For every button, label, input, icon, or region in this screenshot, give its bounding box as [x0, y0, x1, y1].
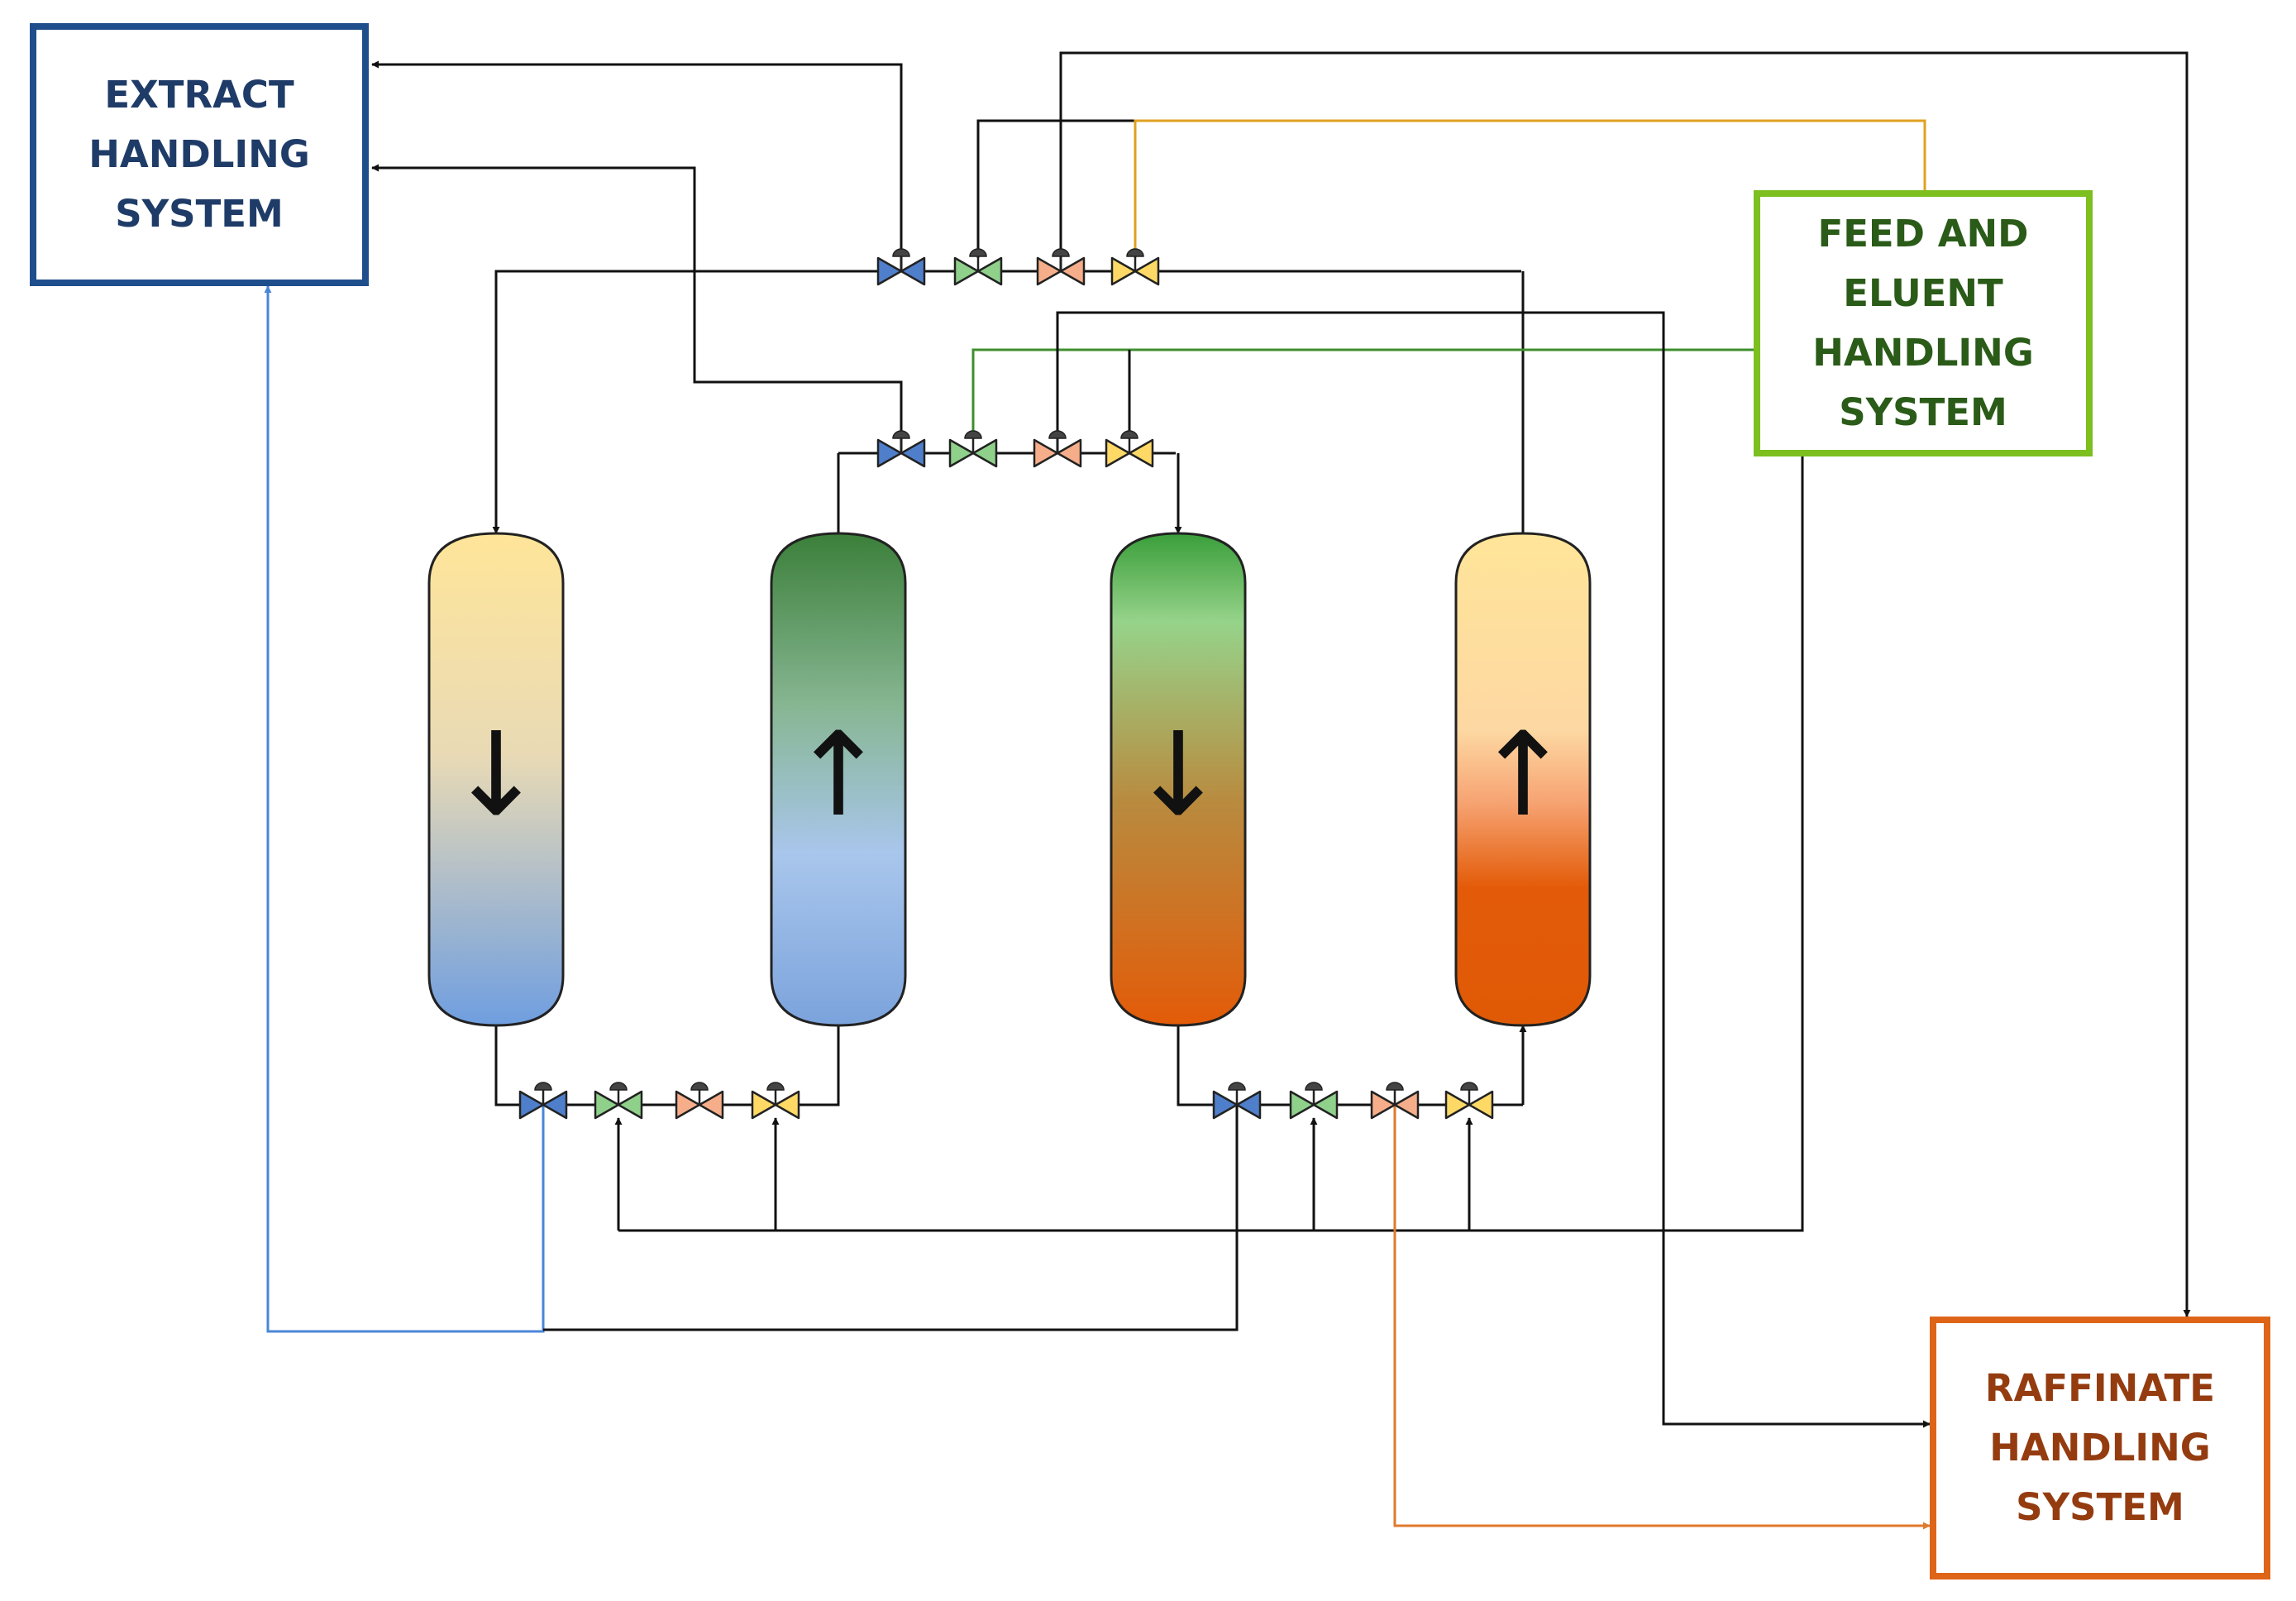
- valve-salmon-icon[interactable]: [1370, 1082, 1420, 1120]
- raffinate-label-line-2: HANDLING: [1989, 1426, 2211, 1470]
- extract-label-line-1: EXTRACT: [104, 73, 294, 117]
- extract-handling-system: EXTRACT HANDLING SYSTEM: [30, 23, 369, 286]
- bottom-left-valve-bank: [518, 1082, 800, 1120]
- raffinate-label-line-1: RAFFINATE: [1984, 1366, 2216, 1410]
- valve-green-icon[interactable]: [953, 248, 1003, 286]
- column-1: ↓: [427, 532, 565, 1027]
- flow-up-arrow-icon: ↑: [1474, 708, 1571, 843]
- pipe-to-raffinate-orange: [1393, 1105, 1931, 1530]
- extract-label-line-3: SYSTEM: [115, 192, 284, 236]
- column-3-vessel: [1110, 532, 1247, 1027]
- column-2: ↑: [770, 532, 907, 1027]
- column-4-vessel: [1454, 532, 1592, 1027]
- upper-valve-bank: [876, 248, 1160, 286]
- extract-label-line-2: HANDLING: [88, 132, 310, 176]
- valves: [518, 248, 1494, 1120]
- pipe-upper-header: [492, 270, 1521, 534]
- valve-yellow-icon[interactable]: [1110, 248, 1160, 286]
- pipe-middle-to-raffinate: [1056, 311, 1931, 1428]
- flow-up-arrow-icon: ↑: [790, 708, 886, 843]
- pipe-col3-bottom: [1177, 1021, 1523, 1106]
- raffinate-handling-system: RAFFINATE HANDLING SYSTEM: [1930, 1317, 2270, 1579]
- pipe-to-raffinate-top: [1059, 51, 2191, 1317]
- pipe-col3-to-extract: [543, 1105, 1239, 1331]
- valve-yellow-icon[interactable]: [1105, 430, 1154, 468]
- column-3: ↓: [1110, 532, 1247, 1027]
- raffinate-label-line-3: SYSTEM: [2016, 1485, 2184, 1529]
- pipe-feed-gold: [1131, 119, 1926, 259]
- feed-label-line-4: SYSTEM: [1839, 390, 2007, 434]
- feed-and-eluent-handling-system: FEED AND ELUENT HANDLING SYSTEM: [1754, 190, 2093, 456]
- pipe-feed-green: [969, 348, 1754, 439]
- pipe-extract-return-blue: [264, 285, 545, 1333]
- valve-green-icon[interactable]: [1289, 1082, 1339, 1120]
- feed-label-line-2: ELUENT: [1843, 271, 2003, 315]
- valve-blue-icon[interactable]: [518, 1082, 568, 1120]
- feed-label-line-3: HANDLING: [1812, 331, 2034, 375]
- feed-label-line-1: FEED AND: [1817, 212, 2029, 256]
- valve-yellow-icon[interactable]: [1444, 1082, 1494, 1120]
- valve-yellow-icon[interactable]: [751, 1082, 800, 1120]
- column-4: ↑: [1454, 532, 1592, 1027]
- valve-salmon-icon[interactable]: [1033, 430, 1082, 468]
- pipe-feed-bottom: [618, 456, 1804, 1232]
- pipe-col1-bottom: [494, 1021, 840, 1106]
- valve-blue-icon[interactable]: [876, 430, 926, 468]
- valve-blue-icon[interactable]: [876, 248, 926, 286]
- process-lines: [264, 51, 2191, 1530]
- columns: ↓ ↑ ↓ ↑: [427, 532, 1592, 1027]
- valve-salmon-icon[interactable]: [675, 1082, 724, 1120]
- valve-green-icon[interactable]: [594, 1082, 643, 1120]
- valve-salmon-icon[interactable]: [1036, 248, 1086, 286]
- flow-down-arrow-icon: ↓: [1129, 708, 1226, 843]
- pipe-extract-top: [371, 60, 903, 271]
- column-2-vessel: [770, 532, 907, 1027]
- middle-valve-bank: [876, 430, 1154, 468]
- valve-blue-icon[interactable]: [1212, 1082, 1262, 1120]
- pipe-feed-upper-black: [974, 119, 1135, 259]
- pipe-extract-middle: [371, 164, 903, 451]
- valve-green-icon[interactable]: [948, 430, 998, 468]
- bottom-right-valve-bank: [1212, 1082, 1494, 1120]
- column-1-vessel: [427, 532, 565, 1027]
- flow-down-arrow-icon: ↓: [447, 708, 544, 843]
